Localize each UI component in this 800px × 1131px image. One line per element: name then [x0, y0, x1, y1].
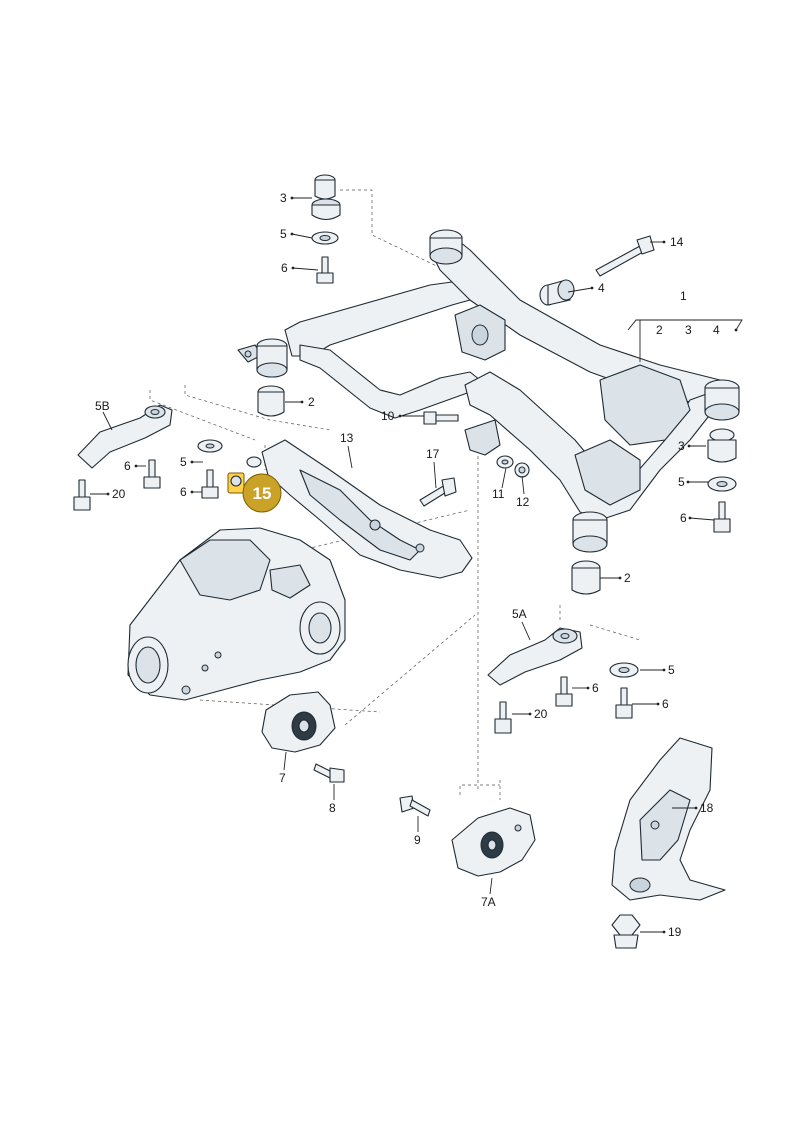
bolt-20-left[interactable]	[73, 479, 91, 511]
callout-20-right[interactable]: 20	[534, 707, 548, 721]
callout-leaders	[90, 196, 743, 934]
bushing-2-front[interactable]	[571, 560, 601, 595]
washer-5-5A[interactable]	[609, 662, 639, 678]
bolt-9[interactable]	[399, 795, 431, 817]
callout-20-left[interactable]: 20	[112, 487, 126, 501]
callout-6-right[interactable]: 6	[680, 511, 687, 525]
bushing-2-left[interactable]	[257, 385, 285, 417]
callout-5-right[interactable]: 5	[678, 475, 685, 489]
bushing-4[interactable]	[539, 279, 575, 306]
callout-6-top[interactable]: 6	[281, 261, 288, 275]
callout-17[interactable]: 17	[426, 447, 440, 461]
heat-shield-18[interactable]	[611, 737, 726, 901]
callout-6-5B[interactable]: 6	[124, 459, 131, 473]
nut-11[interactable]	[496, 455, 514, 469]
bolt-6-top[interactable]	[316, 256, 334, 284]
rear-differential[interactable]	[127, 527, 346, 701]
mount-7A[interactable]	[451, 807, 536, 877]
callout-14[interactable]: 14	[670, 235, 684, 249]
bolt-6-left[interactable]	[201, 469, 219, 499]
bolt-6-5A[interactable]	[555, 676, 573, 707]
callout-19[interactable]: 19	[668, 925, 682, 939]
bolt-8[interactable]	[313, 763, 345, 783]
badge-15-label: 15	[253, 484, 272, 503]
callout-5-top[interactable]: 5	[280, 227, 287, 241]
callout-5-left[interactable]: 5	[180, 455, 187, 469]
callout-5B[interactable]: 5B	[95, 399, 110, 413]
callout-6-5A-right[interactable]: 6	[662, 697, 669, 711]
callout-18[interactable]: 18	[700, 801, 714, 815]
callout-3-right[interactable]: 3	[678, 439, 685, 453]
callout-5-5A[interactable]: 5	[668, 663, 675, 677]
callout-6-left[interactable]: 6	[180, 485, 187, 499]
callout-11[interactable]: 11	[492, 487, 505, 501]
callout-5A[interactable]: 5A	[512, 607, 527, 621]
part-15-highlighted[interactable]	[227, 456, 262, 494]
washer-5-top[interactable]	[311, 231, 339, 245]
bracket-5B[interactable]	[77, 404, 173, 469]
callout-7A[interactable]: 7A	[481, 895, 496, 909]
washer-12[interactable]	[514, 462, 530, 478]
callout-3-top[interactable]: 3	[280, 191, 287, 205]
bushing-3-top[interactable]	[311, 174, 341, 221]
callout-2-left[interactable]: 2	[308, 395, 315, 409]
callout-12[interactable]: 12	[516, 495, 530, 509]
rear-subframe[interactable]	[237, 237, 721, 521]
callout-7[interactable]: 7	[279, 771, 286, 785]
bracket-13[interactable]	[261, 439, 473, 579]
washer-5-right[interactable]	[707, 476, 737, 492]
callout-13[interactable]: 13	[340, 431, 354, 445]
callout-6-5A[interactable]: 6	[592, 681, 599, 695]
bolt-20-right[interactable]	[494, 701, 512, 734]
callout-4-group[interactable]: 4	[713, 323, 720, 337]
callout-3-group[interactable]: 3	[685, 323, 692, 337]
callout-labels: 3 5 6 14 4 1 2 3 4 2 10 13 17 11 12 5B 6…	[95, 191, 720, 939]
callout-4-a[interactable]: 4	[598, 281, 605, 295]
callout-2-group[interactable]: 2	[656, 323, 663, 337]
bolt-14[interactable]	[595, 235, 655, 277]
mount-7[interactable]	[261, 691, 336, 753]
callout-1[interactable]: 1	[680, 289, 687, 303]
callout-2-front[interactable]: 2	[624, 571, 631, 585]
callout-8[interactable]: 8	[329, 801, 336, 815]
bracket-5A[interactable]	[487, 627, 583, 686]
nut-19[interactable]	[611, 914, 641, 949]
bolt-6-5B[interactable]	[143, 459, 161, 489]
badge-15[interactable]: 15	[242, 473, 282, 513]
callout-10[interactable]: 10	[381, 409, 395, 423]
subframe-mount-bushings[interactable]	[256, 229, 740, 553]
assembly-guide-lines	[149, 189, 641, 800]
bolt-17[interactable]	[419, 477, 457, 507]
washer-5-left[interactable]	[197, 439, 223, 453]
bolt-6-right[interactable]	[713, 501, 731, 533]
callout-9[interactable]: 9	[414, 833, 421, 847]
bolt-6-5A-right[interactable]	[615, 687, 633, 719]
bushing-3-right[interactable]	[707, 428, 737, 463]
bolt-10[interactable]	[423, 411, 459, 425]
